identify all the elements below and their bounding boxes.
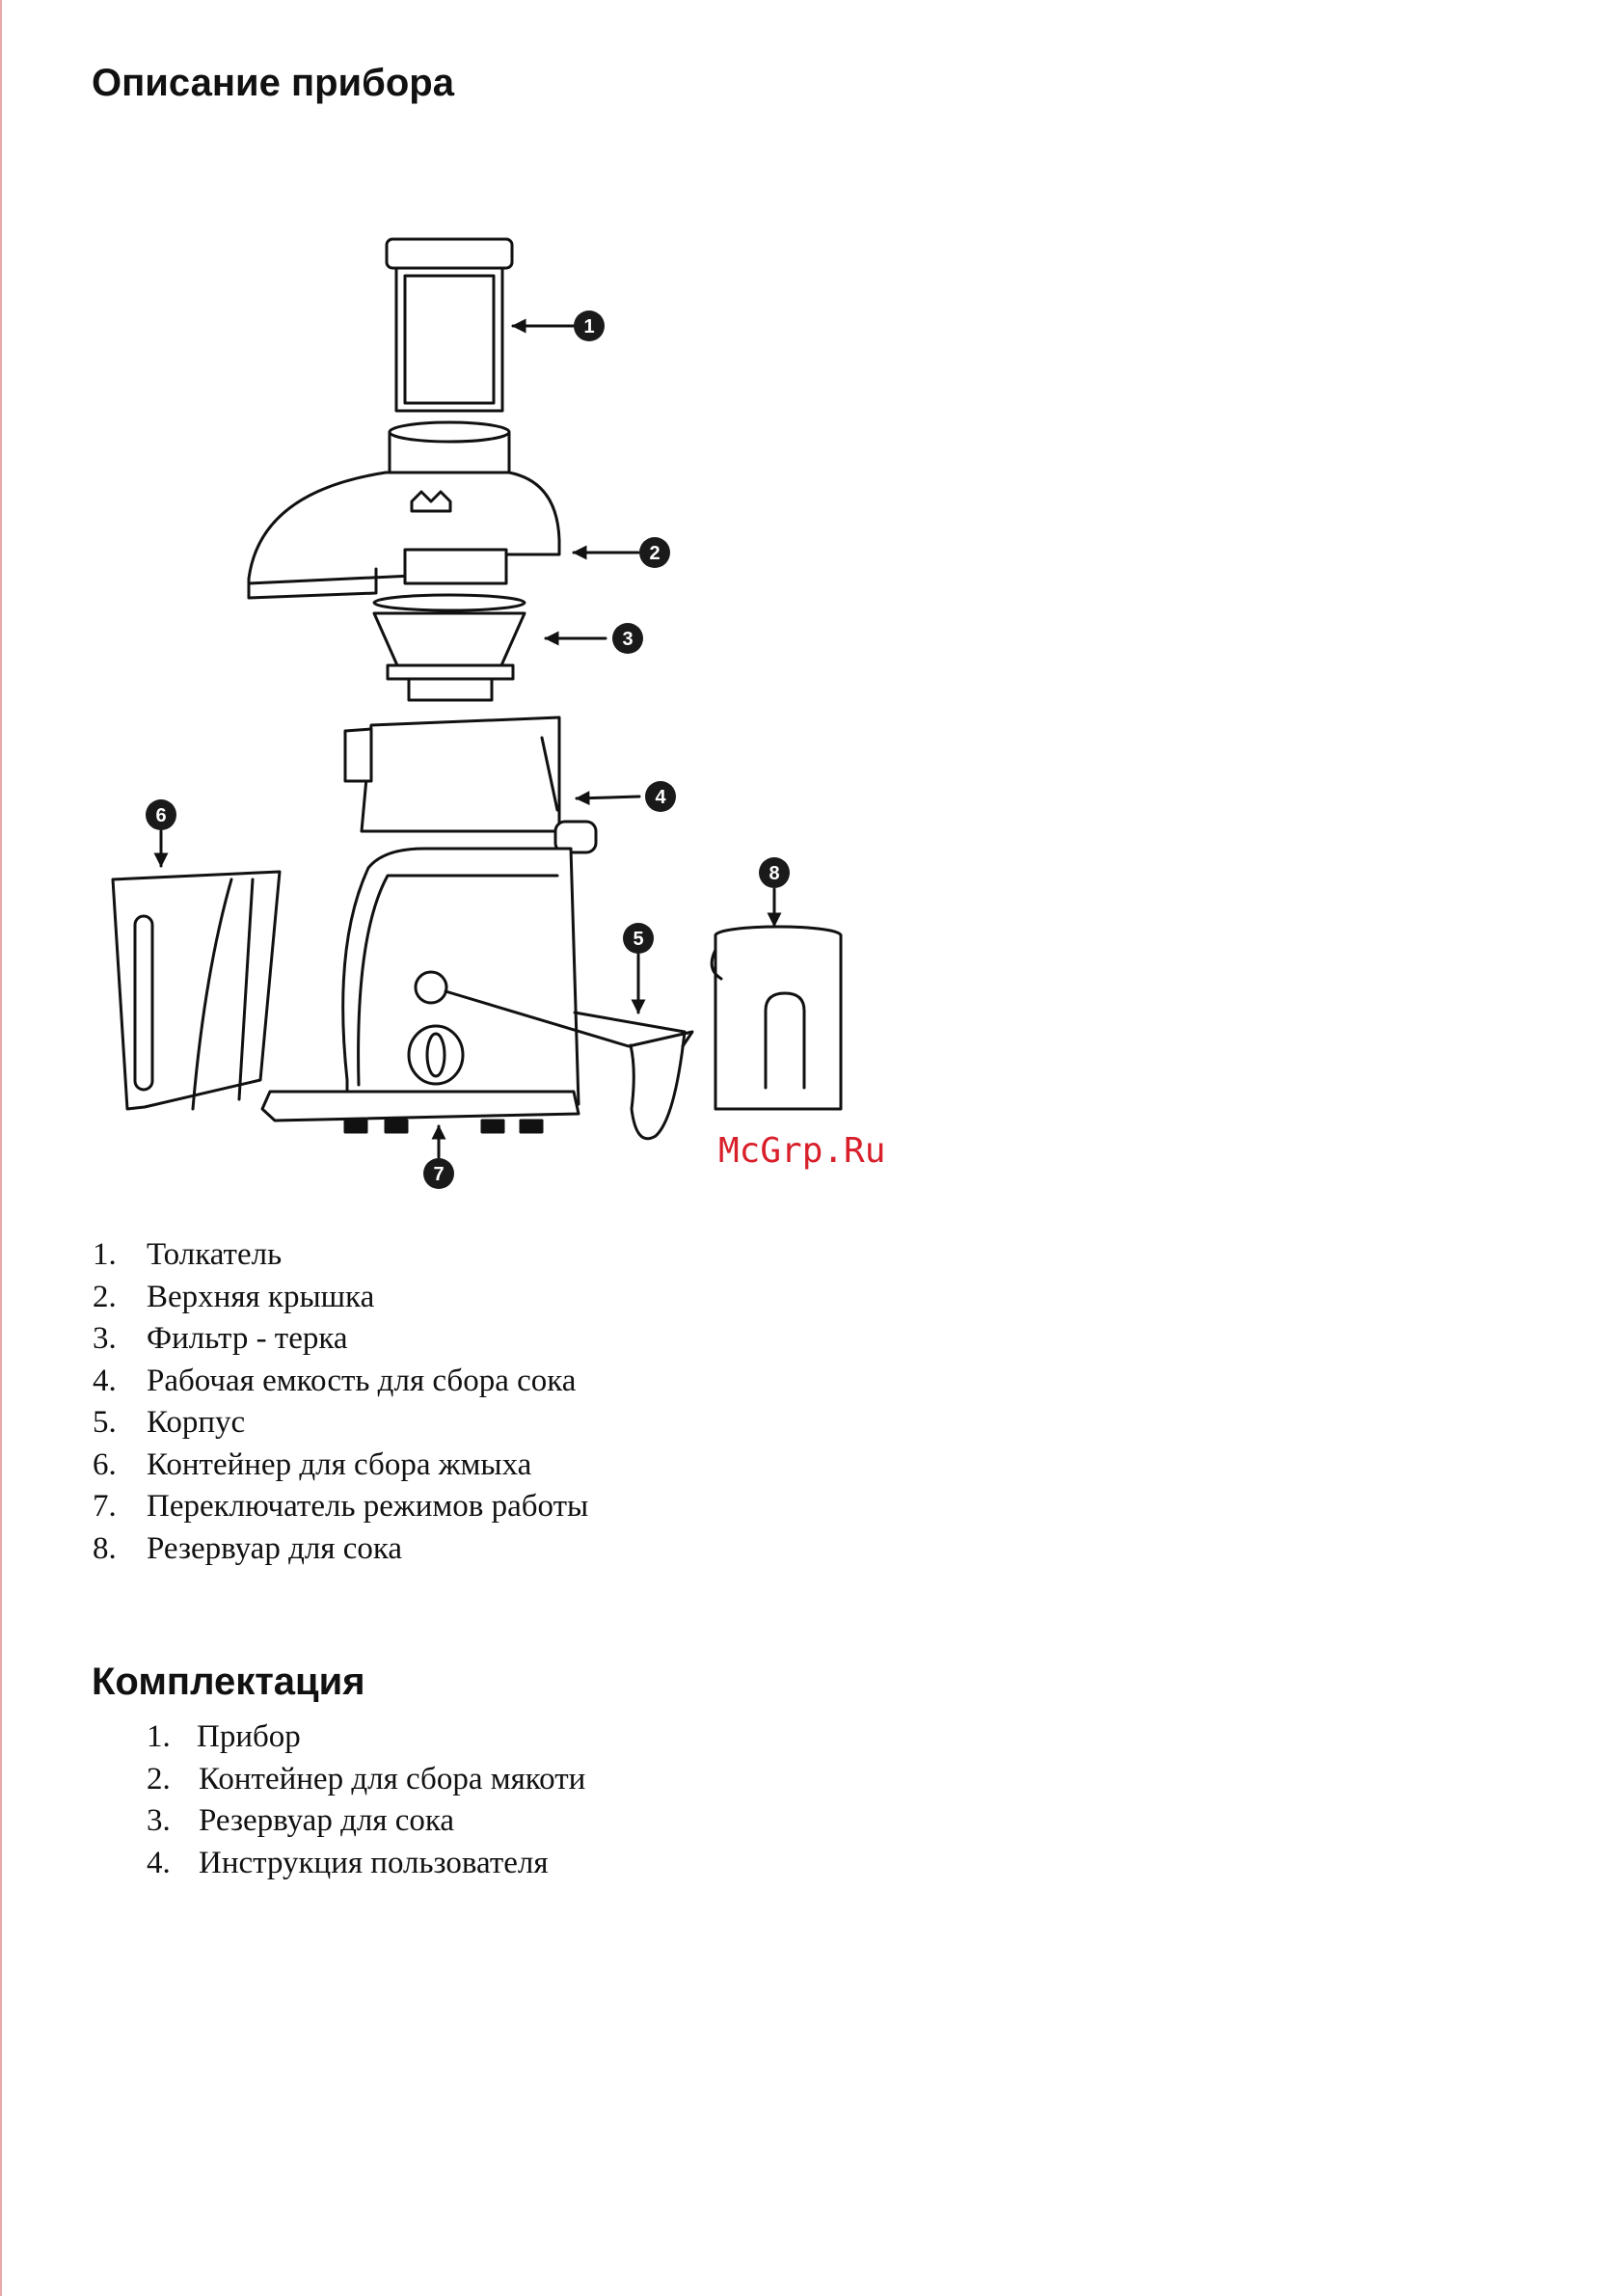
callout-label: 3: [622, 629, 633, 650]
pulp-container-part: [111, 870, 282, 1111]
juice-jug-part: [710, 925, 843, 1111]
juicer-exploded-diagram: 1 2 3 4 5 6 7 8 McGrp.Ru: [111, 237, 885, 1189]
page-edge-line: [0, 0, 2, 2296]
callout-label: 1: [583, 316, 594, 338]
watermark-text: McGrp.Ru: [718, 1131, 885, 1171]
grater-filter-part: [372, 593, 526, 702]
pusher-part: [385, 237, 514, 413]
callout-markers: 1 2 3 4 5 6 7 8: [146, 311, 790, 1189]
callout-label: 7: [433, 1164, 444, 1185]
callout-label: 5: [633, 929, 643, 950]
callout-label: 8: [769, 863, 779, 884]
juice-bowl-part: [343, 716, 598, 854]
callout-label: 4: [655, 787, 666, 808]
callout-label: 6: [155, 805, 166, 826]
top-lid-part: [247, 420, 561, 600]
section-title-description: Описание прибора: [92, 62, 454, 104]
motor-base-part: [260, 847, 694, 1141]
section-title-kit: Комплектация: [92, 1661, 365, 1703]
callout-arrows: [153, 318, 782, 1159]
callout-label: 2: [649, 543, 660, 564]
